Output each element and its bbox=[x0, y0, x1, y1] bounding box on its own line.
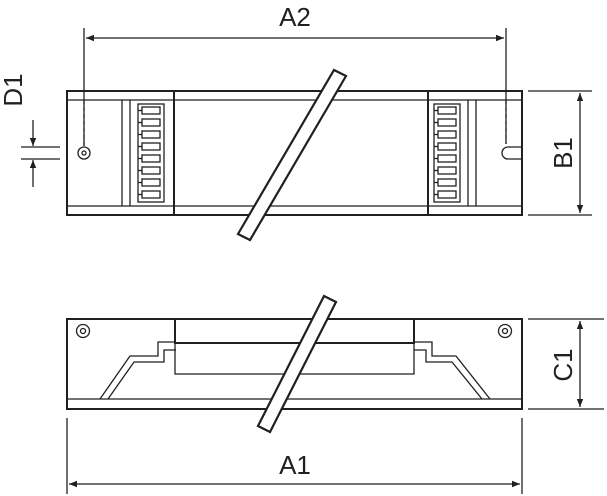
right-terminal-slot-7 bbox=[437, 178, 457, 187]
right-terminal-slot-4 bbox=[437, 142, 457, 151]
left-terminal-slot-3 bbox=[141, 130, 161, 139]
label-d1: D1 bbox=[0, 73, 28, 106]
left-terminal-slot-7 bbox=[141, 178, 161, 187]
left-terminal-slot-1 bbox=[141, 106, 161, 115]
dimension-d1: D1 bbox=[0, 73, 60, 187]
left-terminal-slot-8 bbox=[141, 190, 161, 199]
label-a1: A1 bbox=[279, 450, 311, 480]
top-view-body bbox=[66, 90, 523, 216]
right-terminal-slot-8 bbox=[437, 190, 457, 199]
right-terminal-slot-2 bbox=[437, 118, 457, 127]
side-right-hole bbox=[497, 323, 513, 339]
top-view bbox=[66, 68, 523, 242]
left-terminal-slot-6 bbox=[141, 166, 161, 175]
left-terminal-slot-5 bbox=[141, 154, 161, 163]
top-view-break-lines bbox=[236, 68, 348, 242]
label-a2: A2 bbox=[279, 2, 311, 32]
left-terminal-slot-4 bbox=[141, 142, 161, 151]
dimension-a1: A1 bbox=[66, 418, 523, 494]
right-mounting-slot bbox=[501, 100, 522, 160]
dimension-a2: A2 bbox=[83, 2, 507, 146]
right-terminal-slot-5 bbox=[437, 154, 457, 163]
dimension-b1: B1 bbox=[528, 90, 592, 216]
right-terminal-slot-1 bbox=[437, 106, 457, 115]
left-terminal-block bbox=[121, 91, 175, 215]
right-terminal-slot-6 bbox=[437, 166, 457, 175]
right-terminal-block bbox=[427, 91, 477, 215]
side-left-hole bbox=[75, 323, 91, 339]
left-terminal-slot-2 bbox=[141, 118, 161, 127]
side-view bbox=[66, 294, 523, 434]
dimension-c1: C1 bbox=[528, 318, 604, 410]
label-b1: B1 bbox=[548, 137, 578, 169]
right-terminal-slot-3 bbox=[437, 130, 457, 139]
side-view-break-lines bbox=[256, 294, 338, 434]
label-c1: C1 bbox=[548, 348, 578, 381]
